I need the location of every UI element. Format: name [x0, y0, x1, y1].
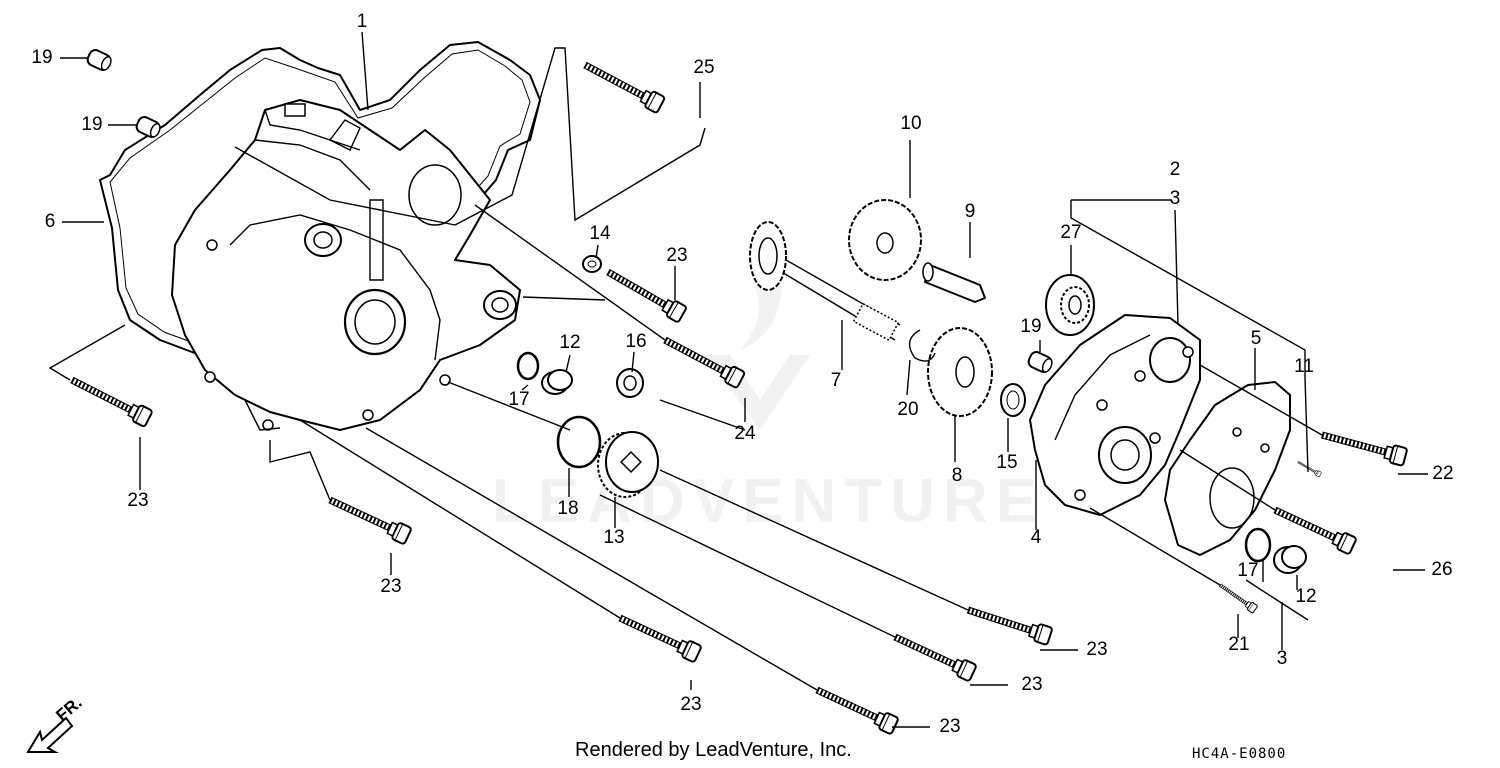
part-seal-16 [616, 368, 644, 398]
callout-3-bottom: 3 [1277, 648, 1288, 669]
callout-17-right: 17 [1237, 560, 1258, 581]
screw-11 [1295, 458, 1323, 479]
callout-14: 14 [589, 223, 611, 244]
part-gear-10 [848, 199, 922, 281]
part-sleeve-19a [84, 47, 115, 74]
callout-11: 11 [1294, 356, 1314, 377]
part-right-cover [1029, 314, 1201, 516]
callout-26: 26 [1431, 559, 1452, 580]
bolt-21 [1215, 579, 1260, 616]
callout-19-c: 19 [1020, 316, 1041, 337]
callout-4: 4 [1031, 527, 1042, 548]
bolt-23-bottom [616, 610, 702, 663]
callout-6: 6 [45, 211, 56, 232]
part-pin-9 [922, 262, 986, 303]
part-sleeve-19c [1025, 349, 1056, 376]
callout-23-bottom: 23 [680, 694, 701, 715]
diagram-code: HC4A-E0800 [1192, 746, 1286, 762]
direction-label: FR. [52, 693, 85, 725]
bolt-22 [1320, 426, 1408, 466]
part-shaft [749, 221, 901, 342]
part-washer-15 [1000, 383, 1026, 417]
part-plug-12b [1273, 545, 1307, 574]
part-cover [171, 99, 521, 431]
bolt-23-bottom-right [813, 682, 899, 735]
part-oring-17 [516, 351, 540, 381]
footer-credit: Rendered by LeadVenture, Inc. [575, 739, 852, 761]
bolt-23-lower-left [326, 492, 412, 545]
callout-23-top: 23 [666, 245, 687, 266]
part-bearing-27 [1045, 274, 1095, 336]
callout-20: 20 [897, 399, 918, 420]
bolt-25 [581, 57, 665, 113]
leader-lines [48, 31, 1428, 728]
callout-19-a: 19 [31, 47, 52, 68]
callout-9: 9 [965, 201, 976, 222]
callout-16: 16 [625, 331, 646, 352]
bolt-23-left [68, 372, 153, 427]
direction-arrow-icon [26, 716, 74, 753]
callout-23-lower-left: 23 [380, 576, 401, 597]
part-gear-8 [927, 327, 993, 417]
part-plug-12 [541, 369, 573, 395]
callout-labels: 1 2 3 3 4 5 6 7 8 9 10 11 12 12 13 14 15… [31, 11, 1453, 737]
callout-3-top: 3 [1170, 188, 1181, 209]
callout-23-right-a: 23 [1086, 639, 1107, 660]
callout-22: 22 [1432, 463, 1453, 484]
part-oring-17b [1244, 527, 1272, 563]
callout-5: 5 [1251, 328, 1262, 349]
callout-12-left: 12 [559, 332, 580, 353]
bolt-23-mid-a [891, 629, 977, 682]
callout-24: 24 [734, 423, 756, 444]
callout-8: 8 [952, 465, 963, 486]
part-washer-14 [582, 255, 602, 273]
watermark-text: LEADVENTURE [492, 467, 1045, 536]
callout-13: 13 [603, 527, 624, 548]
callout-17-left: 17 [508, 389, 529, 410]
callout-23-right-b: 23 [1021, 674, 1042, 695]
callout-15: 15 [996, 452, 1017, 473]
part-cap-13 [597, 431, 659, 498]
part-small-cover [1164, 381, 1291, 556]
callout-25: 25 [693, 57, 714, 78]
callout-19-b: 19 [81, 114, 102, 135]
part-clip-20 [908, 329, 936, 362]
callout-10: 10 [900, 113, 921, 134]
callout-7: 7 [831, 370, 842, 391]
callout-23-left: 23 [127, 490, 148, 511]
callout-12-right: 12 [1295, 586, 1316, 607]
callout-27: 27 [1060, 222, 1081, 243]
callout-21: 21 [1228, 634, 1249, 655]
part-oring-18 [556, 415, 602, 469]
callout-23-right-c: 23 [939, 716, 960, 737]
callout-1: 1 [357, 11, 368, 32]
callout-2: 2 [1170, 159, 1181, 180]
callout-18: 18 [557, 498, 578, 519]
bolt-23-mid-b [965, 601, 1052, 645]
front-direction-indicator: FR. [26, 693, 86, 753]
